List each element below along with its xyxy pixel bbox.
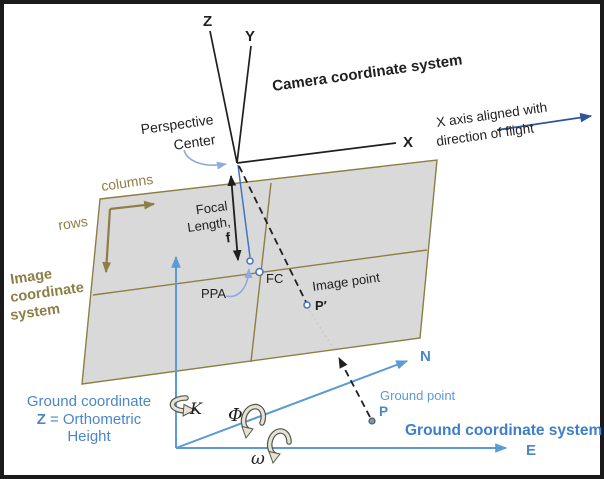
image-cs-label-line1: Image — [9, 266, 53, 288]
kappa-symbol: K — [189, 399, 203, 418]
focal-length-label-f: f — [225, 229, 232, 246]
rows-label: rows — [57, 213, 89, 233]
ground-z-caption-line3: Height — [67, 428, 111, 445]
ground-z-caption-z: Z — [37, 411, 46, 428]
focal-length-label-line2: Length, — [186, 214, 231, 235]
fc-label: FC — [266, 271, 283, 286]
ground-cs-title: Ground coordinate system — [405, 422, 602, 439]
camera-z-label: Z — [203, 13, 212, 30]
ppa-pointer-arrow — [225, 268, 253, 298]
phi-rotation-icon — [240, 403, 267, 440]
ground-e-label: E — [526, 442, 536, 459]
ground-z-caption-line2: Z= Orthometric — [37, 411, 142, 428]
columns-arrow — [109, 200, 156, 211]
image-cs-label-line3: system — [9, 301, 61, 324]
focal-length-label-line1: Focal — [195, 198, 229, 217]
omega-rotation-icon — [266, 428, 292, 465]
image-point-symbol: P′ — [315, 298, 327, 313]
perspective-center-label-line2: Center — [173, 131, 217, 153]
camera-z-axis — [209, 30, 238, 164]
ground-point-symbol: P — [379, 404, 388, 419]
columns-label: columns — [100, 171, 154, 194]
ppa-label: PPA — [201, 286, 226, 301]
rows-arrow — [102, 208, 112, 274]
omega-symbol: ω — [251, 449, 265, 469]
camera-y-label: Y — [245, 28, 255, 45]
camera-x-label: X — [403, 134, 413, 151]
camera-x-axis — [236, 142, 397, 164]
ground-point-label: Ground point — [380, 388, 456, 403]
fc-point — [255, 267, 264, 277]
phi-symbol: Φ — [228, 405, 243, 426]
focal-length-arrow — [227, 174, 242, 262]
ground-z-caption-rest: = Orthometric — [50, 411, 142, 428]
image-point-marker — [303, 301, 311, 309]
ppa-point — [246, 257, 254, 265]
ground-n-label: N — [420, 348, 431, 365]
ground-n-axis — [175, 360, 409, 449]
principal-ray-dashed — [238, 165, 307, 303]
ground-point-marker — [368, 417, 376, 425]
perspective-center-pointer-arrow — [183, 149, 227, 170]
flight-direction-arrow — [496, 112, 593, 131]
camera-y-axis — [236, 45, 252, 164]
ground-z-caption-line1: Ground coordinate — [27, 393, 151, 410]
kappa-rotation-icon — [169, 395, 197, 417]
optical-axis-line — [237, 164, 251, 258]
